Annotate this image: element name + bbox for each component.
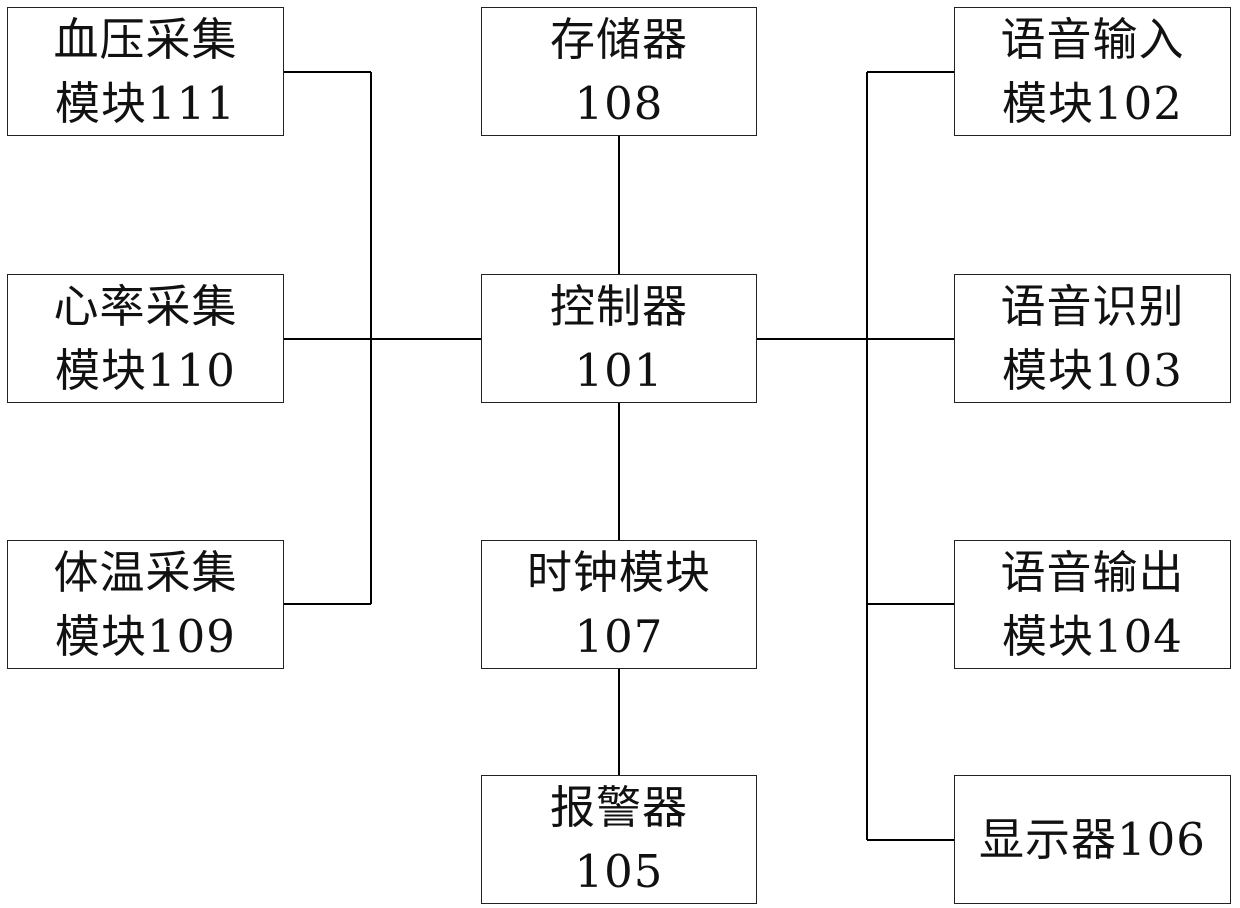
voice-input-module-box: 语音输入 模块102 xyxy=(954,7,1231,136)
controller-number: 101 xyxy=(575,339,664,403)
heart-rate-module-number: 模块110 xyxy=(55,339,236,403)
voice-output-module-number: 模块104 xyxy=(1002,605,1183,669)
body-temp-module-box: 体温采集 模块109 xyxy=(7,540,284,669)
clock-module-box: 时钟模块 107 xyxy=(481,540,757,669)
memory-box: 存储器 108 xyxy=(481,7,757,136)
voice-recognition-module-number: 模块103 xyxy=(1002,339,1183,403)
voice-output-module-box: 语音输出 模块104 xyxy=(954,540,1231,669)
controller-name: 控制器 xyxy=(550,275,688,339)
voice-recognition-module-name: 语音识别 xyxy=(1000,275,1184,339)
alarm-name: 报警器 xyxy=(550,776,688,840)
blood-pressure-module-name: 血压采集 xyxy=(53,8,237,72)
memory-name: 存储器 xyxy=(550,8,688,72)
blood-pressure-module-box: 血压采集 模块111 xyxy=(7,7,284,136)
voice-input-module-number: 模块102 xyxy=(1002,72,1183,136)
controller-box: 控制器 101 xyxy=(481,274,757,403)
voice-output-module-name: 语音输出 xyxy=(1000,541,1184,605)
display-label: 显示器106 xyxy=(979,808,1206,872)
clock-module-name: 时钟模块 xyxy=(527,541,711,605)
clock-module-number: 107 xyxy=(575,605,664,669)
voice-recognition-module-box: 语音识别 模块103 xyxy=(954,274,1231,403)
alarm-number: 105 xyxy=(575,840,664,904)
display-box: 显示器106 xyxy=(954,775,1231,904)
heart-rate-module-box: 心率采集 模块110 xyxy=(7,274,284,403)
body-temp-module-name: 体温采集 xyxy=(53,541,237,605)
voice-input-module-name: 语音输入 xyxy=(1000,8,1184,72)
memory-number: 108 xyxy=(575,72,664,136)
body-temp-module-number: 模块109 xyxy=(55,605,236,669)
heart-rate-module-name: 心率采集 xyxy=(53,275,237,339)
blood-pressure-module-number: 模块111 xyxy=(55,72,236,136)
alarm-box: 报警器 105 xyxy=(481,775,757,904)
